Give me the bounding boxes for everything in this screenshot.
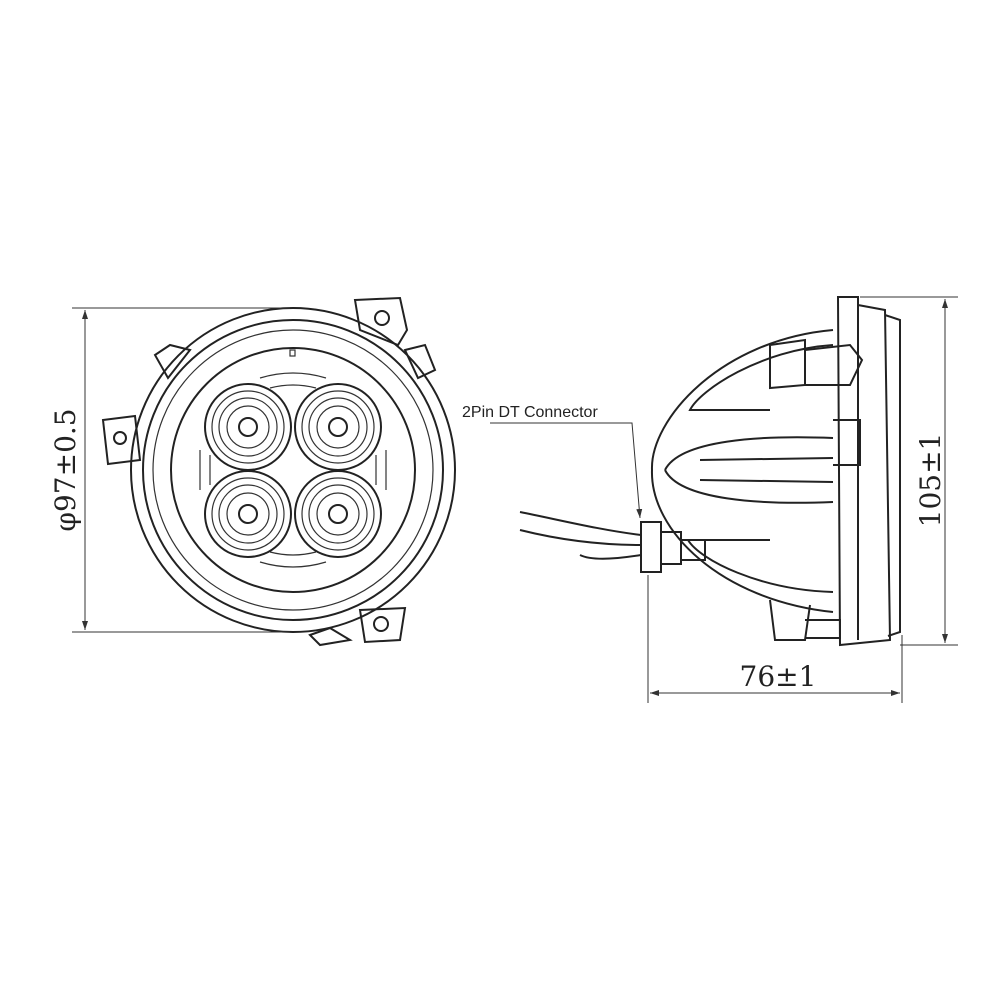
depth-label: 76±1: [740, 660, 817, 693]
diameter-dimension: φ97±0.5: [49, 307, 290, 633]
outer-bezel: [130, 307, 456, 633]
dt-connector: [640, 521, 706, 573]
lamp-flange: [836, 296, 901, 647]
heatsink-housing: [650, 329, 864, 641]
diameter-label: φ97±0.5: [49, 408, 82, 531]
led-1: [204, 383, 292, 471]
lens: [170, 347, 416, 593]
led-3: [204, 470, 292, 558]
front-view: φ97±0.5: [49, 296, 456, 647]
led-2: [294, 383, 382, 471]
wires: [519, 511, 642, 560]
led-emitters: [204, 383, 382, 558]
height-dimension: 105±1: [860, 296, 958, 646]
height-label: 105±1: [914, 433, 947, 528]
led-4: [294, 470, 382, 558]
depth-dimension: 76±1: [647, 575, 903, 703]
connector-label: 2Pin DT Connector: [462, 404, 598, 421]
connector-callout: 2Pin DT Connector: [462, 404, 643, 519]
side-view: 2Pin DT Connector 105±1 76±1: [462, 296, 958, 703]
mounting-tabs: [101, 296, 437, 647]
